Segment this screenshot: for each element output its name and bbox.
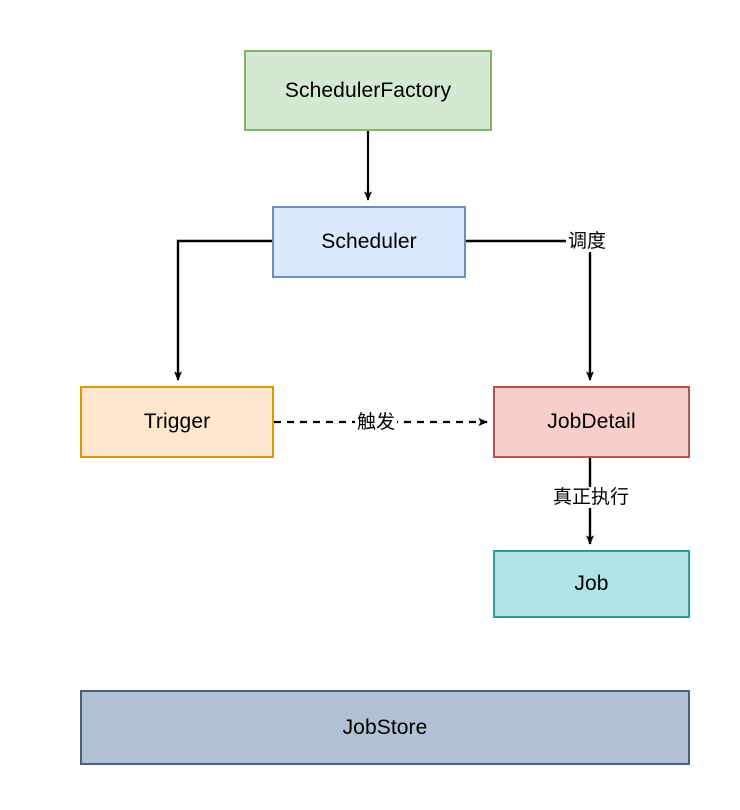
node-jobdetail[interactable]: JobDetail — [493, 386, 690, 458]
node-job-label: Job — [574, 572, 609, 596]
node-scheduler-factory[interactable]: SchedulerFactory — [244, 50, 492, 131]
edge-scheduler-to-trigger — [174, 239, 272, 381]
edge-label-trigger-fire: 触发 — [355, 412, 398, 433]
node-jobstore[interactable]: JobStore — [80, 690, 690, 765]
node-scheduler-factory-label: SchedulerFactory — [284, 78, 452, 102]
node-job[interactable]: Job — [493, 550, 690, 618]
edge-scheduler-to-jobdetail — [466, 239, 594, 381]
node-jobdetail-label: JobDetail — [547, 410, 636, 434]
edge-label-dispatch: 调度 — [566, 231, 609, 252]
node-trigger-label: Trigger — [143, 410, 211, 434]
node-trigger[interactable]: Trigger — [80, 386, 274, 458]
node-scheduler[interactable]: Scheduler — [272, 206, 466, 278]
edge-label-really-execute: 真正执行 — [551, 487, 632, 508]
node-jobstore-label: JobStore — [342, 715, 428, 739]
node-scheduler-label: Scheduler — [321, 230, 417, 254]
